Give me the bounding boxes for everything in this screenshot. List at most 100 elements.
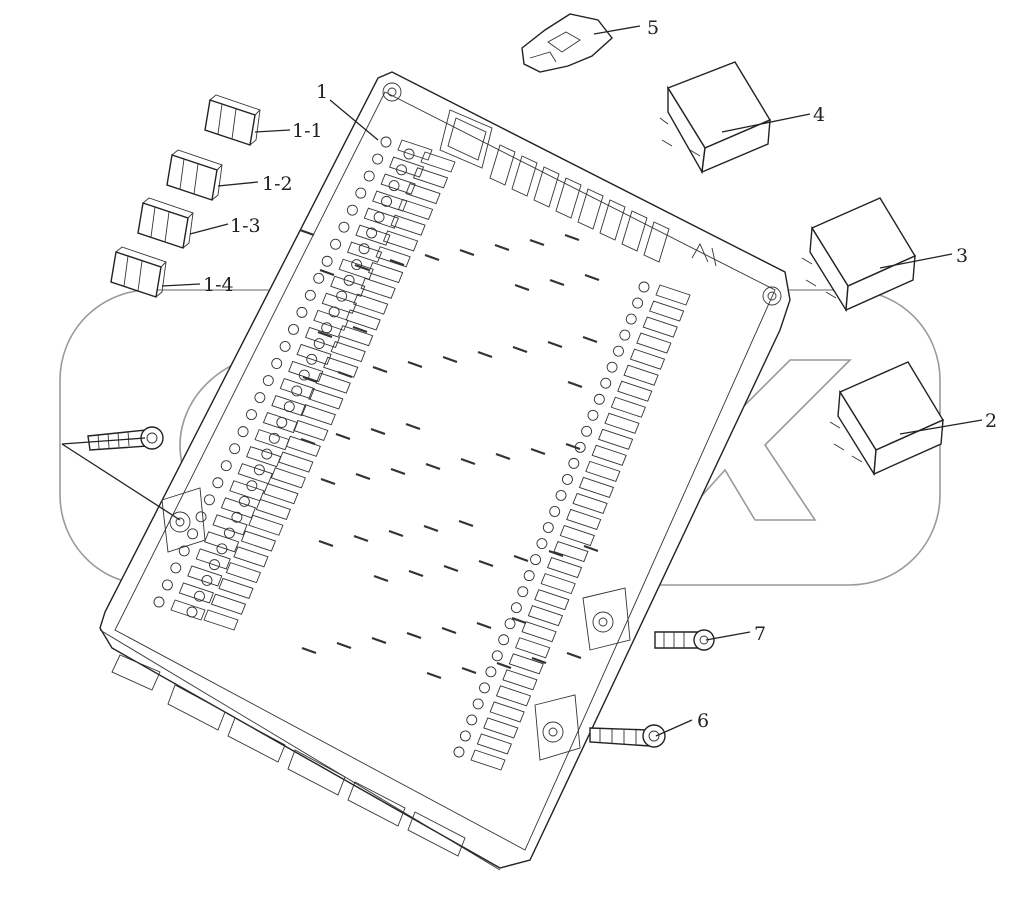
fuse-slot-left [233, 546, 269, 568]
label-fuse-1-2: 1-2 [262, 173, 293, 195]
fuse-slot-right-terminal [638, 281, 650, 293]
board-mark [442, 355, 458, 364]
board-mark [514, 283, 530, 292]
fuse-slot-outer-terminal [178, 545, 190, 557]
fuse-slot-left [315, 372, 351, 394]
fuse-slot-right-terminal [459, 730, 471, 742]
fuse-slot-left-terminal [358, 243, 370, 255]
fuse-slot-left-terminal [208, 559, 220, 571]
fuse-slot-outer-terminal [313, 272, 325, 284]
fuse-slot-outer-terminal [338, 221, 350, 233]
fuse-slot-left-terminal [223, 527, 235, 539]
screw-left [87, 426, 164, 451]
fuse-slot-outer-terminal [212, 477, 224, 489]
fuse-slot-left [390, 214, 426, 236]
board-mark [565, 442, 581, 451]
fuse-slot-right-terminal [632, 297, 644, 309]
fuse-slot-right [591, 444, 627, 466]
board-mark [300, 437, 316, 446]
fuse-slot-right-terminal [485, 666, 497, 678]
label-screw-7: 7 [754, 623, 766, 645]
fuse-slot-outer [313, 309, 349, 331]
board-mark [390, 467, 406, 476]
fuse-1-4 [110, 246, 167, 298]
fuse-slot-right [540, 573, 576, 595]
fuse-slot-left-terminal [268, 432, 280, 444]
fuse-slot-left [353, 293, 389, 315]
fuse-slot-outer-terminal [363, 170, 375, 182]
fuse-slot-right [585, 460, 621, 482]
fuse-slot-outer [346, 241, 383, 263]
fuse-slot-left [412, 167, 449, 189]
fuse-slot-outer-terminal [372, 153, 384, 165]
fuse-slot-outer [220, 497, 257, 519]
fuse-slot-right [655, 284, 691, 306]
board-mark [407, 360, 423, 369]
label-clip-5: 5 [647, 17, 659, 39]
fuse-slot-outer [330, 275, 366, 297]
fuse-slot-left-terminal [306, 353, 318, 365]
fuse-slot-outer [246, 446, 282, 468]
board-mark [406, 631, 422, 640]
board-mark [460, 457, 476, 466]
fuse-slot-right [502, 669, 538, 691]
fuse-slot-outer-terminal [262, 375, 274, 386]
fuse-slot-outer-terminal [220, 460, 232, 472]
fuse-slot-outer-terminal [355, 187, 367, 199]
fuse-slot-outer-terminal [296, 306, 308, 318]
board-mark [461, 666, 477, 675]
fuse-slot-left [330, 340, 366, 363]
board-mark [582, 335, 598, 344]
fuse-slot-outer [212, 514, 248, 536]
board-mark [564, 233, 580, 242]
fuse-slot-outer [355, 224, 391, 246]
board-mark [302, 375, 318, 384]
fuse-slot-left-terminal [351, 259, 363, 271]
fuse-slot-left [270, 467, 306, 489]
fuse-slot-right-terminal [568, 457, 580, 469]
fuse-slot-outer [288, 360, 324, 383]
fuse-slot-left [300, 404, 336, 426]
fuse-slot-right-terminal [549, 506, 561, 517]
fuse-1-2 [166, 149, 223, 201]
relay-2 [829, 361, 945, 477]
fuse-slot-left [248, 514, 284, 536]
board-mark [494, 243, 510, 252]
fuse-slot-outer-terminal [187, 528, 199, 540]
label-relay-2: 2 [985, 410, 997, 432]
board-mark [373, 574, 389, 583]
fuse-slot-right-terminal [625, 313, 637, 325]
fuse-slot-outer-terminal [229, 443, 241, 455]
fuse-slot-outer-terminal [254, 392, 266, 404]
fuse-slot-outer-terminal [271, 358, 283, 369]
fuse-slot-right-terminal [536, 538, 548, 550]
fuse-slot-left-terminal [194, 590, 205, 602]
fuse-slot-right [604, 412, 640, 434]
fuse-slot-right [610, 396, 646, 418]
fuse-slot-outer-terminal [279, 340, 291, 352]
fuse-slot-outer [195, 548, 231, 570]
fuse-slot-outer [187, 565, 223, 587]
fuse-slot-right-terminal [523, 570, 535, 582]
board-mark [319, 268, 335, 277]
relay-4 [659, 61, 772, 175]
fuse-slot-right [572, 492, 608, 515]
fuse-slot-outer [363, 207, 399, 229]
board-mark [318, 539, 334, 548]
fuse-slot-outer [279, 377, 315, 400]
board-mark [389, 258, 405, 267]
relay-3 [801, 197, 917, 313]
board-mark [337, 370, 353, 379]
board-mark [443, 564, 459, 573]
fuse-slot-right [642, 316, 678, 338]
fuse-slot-right-terminal [466, 714, 478, 726]
fuse-slot-left-terminal [343, 274, 355, 286]
board-mark [354, 263, 370, 272]
fuse-slot-right [476, 733, 512, 755]
screw-6 [589, 724, 666, 748]
board-mark [426, 671, 442, 680]
label-relay-3: 3 [956, 245, 968, 267]
board-mark [512, 345, 528, 354]
board-mark [355, 472, 371, 481]
fuse-slot-outer [397, 139, 433, 161]
